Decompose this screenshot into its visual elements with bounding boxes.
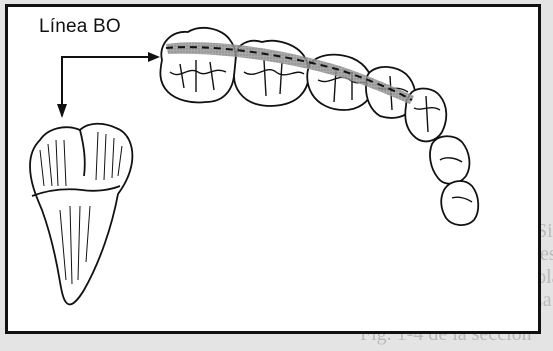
bo-line-label: Línea BO (39, 16, 121, 38)
figure-frame (5, 4, 541, 334)
